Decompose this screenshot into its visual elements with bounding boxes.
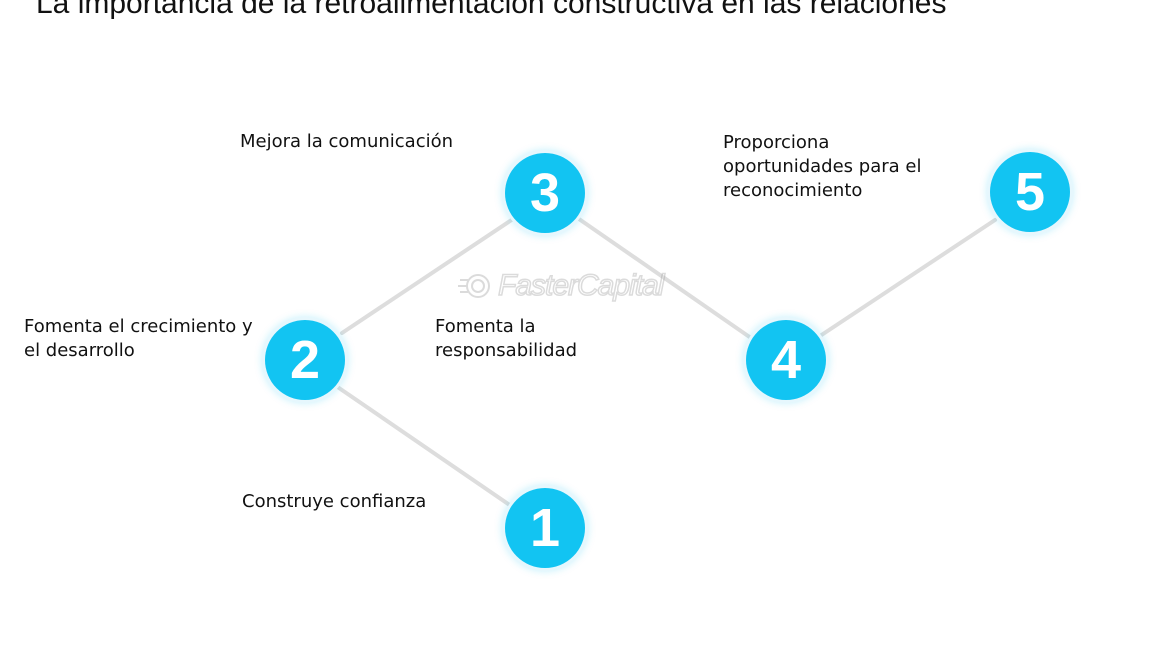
step-node-4: 4	[746, 320, 826, 400]
step-node-5: 5	[990, 152, 1070, 232]
step-label-4: Fomenta la responsabilidad	[435, 316, 578, 361]
step-node-3: 3	[505, 153, 585, 233]
step-number-3: 3	[529, 163, 561, 223]
step-number-2: 2	[289, 330, 321, 390]
connector-3-4	[577, 217, 753, 340]
step-number-5: 5	[1014, 162, 1046, 222]
step-label-3: Mejora la comunicación	[240, 131, 454, 152]
fastercapital-logo-icon	[458, 274, 490, 298]
step-node-1: 1	[505, 488, 585, 568]
step-label-5: Proporciona oportunidades para el recono…	[723, 132, 922, 201]
diagram-title: La importancia de la retroalimentación c…	[36, 0, 947, 20]
connector-1-2	[337, 386, 516, 510]
step-node-2: 2	[265, 320, 345, 400]
connector-2-3	[340, 217, 515, 335]
step-label-2: Fomenta el crecimiento y el desarrollo	[24, 316, 253, 361]
watermark-text: FasterCapital	[497, 268, 665, 303]
step-number-1: 1	[529, 498, 561, 558]
step-label-1: Construye confianza	[242, 491, 427, 512]
connector-4-5	[818, 218, 997, 338]
watermark: FasterCapital	[458, 268, 665, 304]
step-number-4: 4	[770, 330, 802, 390]
